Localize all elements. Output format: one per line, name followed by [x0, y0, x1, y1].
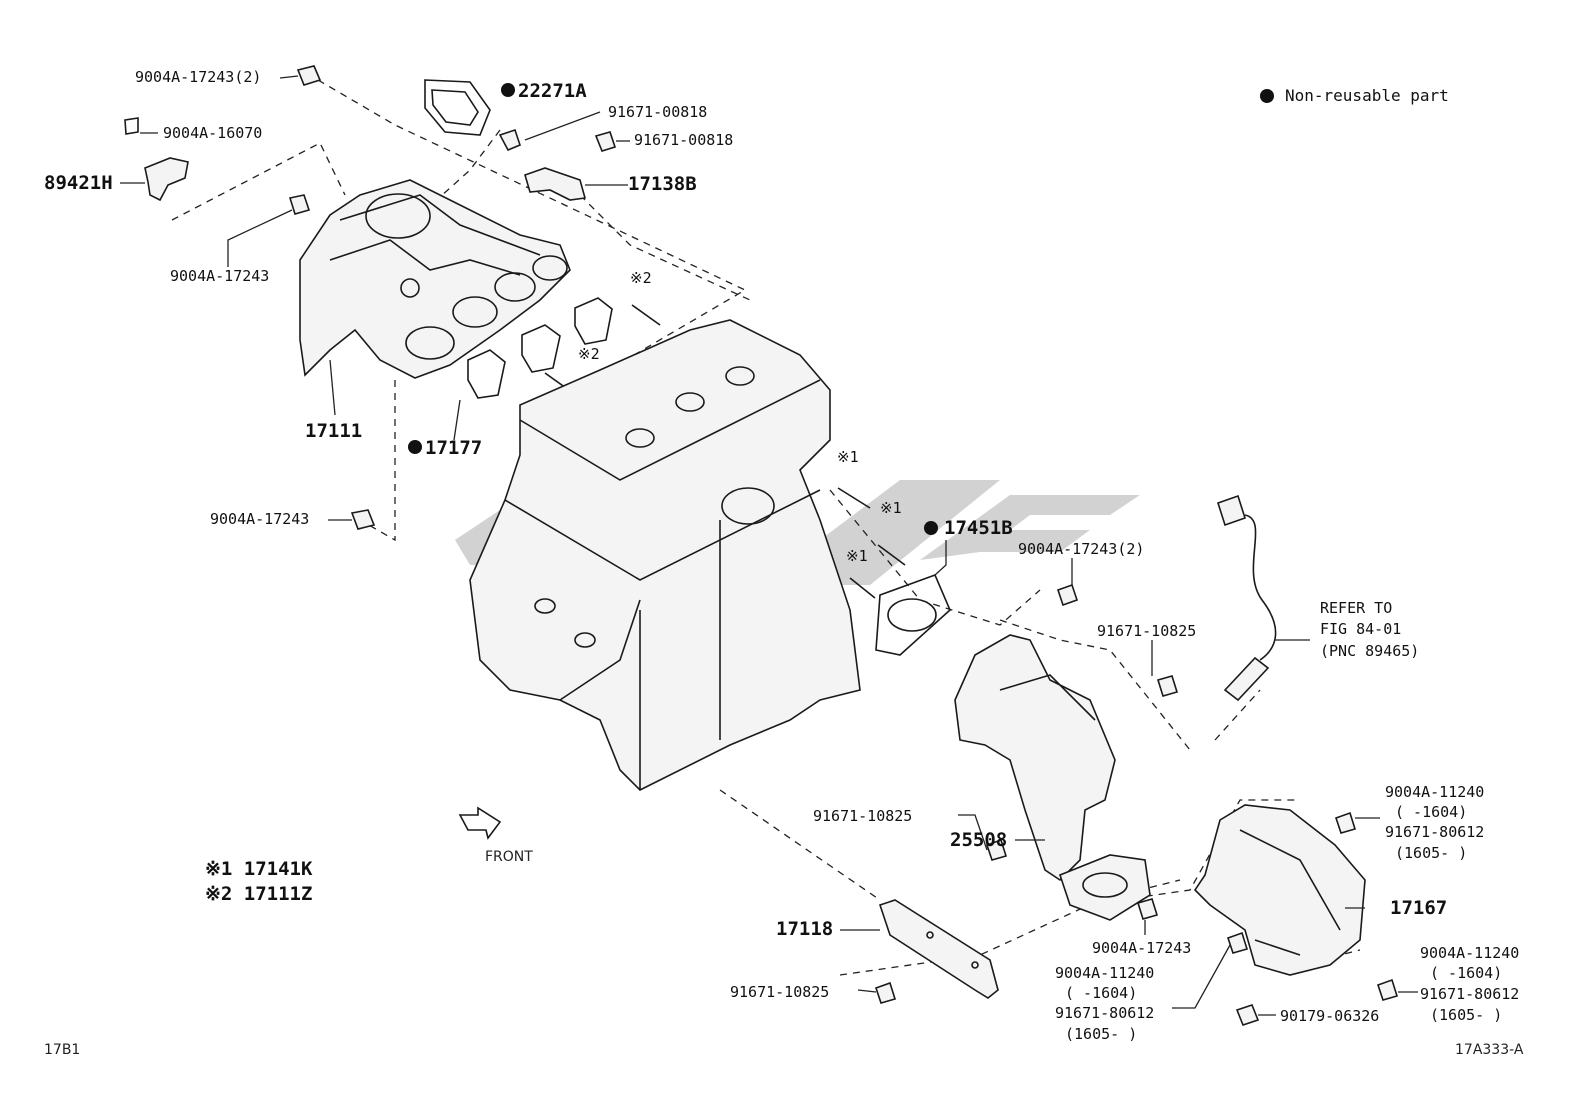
label-9004A-11240-c: 9004A-11240 — [1420, 944, 1519, 962]
label-9004A-11240-a: 9004A-11240 — [1385, 783, 1484, 801]
mark-1-a: ※1 — [837, 448, 859, 466]
converter-25508 — [954, 634, 1151, 921]
engine-block — [469, 319, 861, 791]
key-note-2: ※2 17111Z — [205, 883, 312, 905]
label-9004A-17243-bottom: 9004A-17243 — [1092, 939, 1191, 957]
legend-text: Non-reusable part — [1285, 86, 1449, 105]
non-reusable-icon-22271A — [501, 83, 515, 97]
corner-code-right: 17A333-A — [1455, 1042, 1524, 1058]
studs-and-nuts-upper — [288, 65, 661, 530]
refer-line-2: FIG 84-01 — [1320, 620, 1401, 638]
label-91671-10825-c: 91671-10825 — [730, 983, 829, 1001]
label-17118: 17118 — [776, 918, 833, 940]
label-25508: 25508 — [950, 829, 1007, 851]
label-9004A-17243-2-top: 9004A-17243(2) — [135, 68, 261, 86]
label-17138B: 17138B — [628, 173, 697, 195]
key-note-1: ※1 17141K — [205, 858, 313, 880]
label-91671-10825-a: 91671-10825 — [1097, 622, 1196, 640]
label-89421H: 89421H — [44, 172, 113, 194]
non-reusable-legend-icon — [1260, 89, 1274, 103]
sensor-89421H — [124, 117, 189, 202]
label-9004A-16070: 9004A-16070 — [163, 124, 262, 142]
refer-line-1: REFER TO — [1320, 599, 1392, 617]
non-reusable-icon-17177 — [408, 440, 422, 454]
label-9004A-17243-mid: 9004A-17243 — [170, 267, 269, 285]
front-arrow-icon — [458, 806, 502, 840]
leader-lines — [120, 75, 1418, 1016]
label-9004A-17243-2-right: 9004A-17243(2) — [1018, 540, 1144, 558]
mark-2-upper: ※2 — [630, 269, 652, 287]
label-17451B: 17451B — [944, 517, 1013, 539]
mark-1-b: ※1 — [880, 499, 902, 517]
label-17111: 17111 — [305, 420, 362, 442]
label-9004A-17243-left: 9004A-17243 — [210, 510, 309, 528]
label-91671-80612-c: 91671-80612 — [1420, 985, 1519, 1003]
refer-line-3: (PNC 89465) — [1320, 642, 1419, 660]
front-label: FRONT — [485, 849, 533, 865]
label-22271A: 22271A — [518, 80, 587, 102]
labels: Non-reusable part 9004A-17243(2) 22271A … — [44, 68, 1524, 1058]
bracket-17118 — [878, 899, 999, 999]
label-91671-10825-b: 91671-10825 — [813, 807, 912, 825]
label-17167: 17167 — [1390, 897, 1447, 919]
range-c-2: (1605- ) — [1430, 1006, 1502, 1024]
mark-2-lower: ※2 — [578, 345, 600, 363]
mark-1-c: ※1 — [846, 547, 868, 565]
label-91671-80612-b: 91671-80612 — [1055, 1004, 1154, 1022]
range-b-2: (1605- ) — [1065, 1025, 1137, 1043]
throttle-gasket-22271A — [424, 79, 491, 136]
intake-manifold-17111 — [299, 179, 571, 379]
label-91671-80612-a: 91671-80612 — [1385, 823, 1484, 841]
range-b-1: ( -1604) — [1065, 984, 1137, 1002]
label-9004A-11240-b: 9004A-11240 — [1055, 964, 1154, 982]
non-reusable-icon-17451B — [924, 521, 938, 535]
bracket-17138B — [498, 128, 617, 201]
range-a-2: (1605- ) — [1395, 844, 1467, 862]
range-c-1: ( -1604) — [1430, 964, 1502, 982]
non-reusable-markers — [408, 83, 1274, 535]
range-a-1: ( -1604) — [1395, 803, 1467, 821]
oxygen-sensor — [1217, 494, 1277, 702]
bolts-lower — [874, 583, 1399, 1026]
intake-gaskets-17177 — [467, 297, 613, 399]
label-17177: 17177 — [425, 437, 482, 459]
label-91671-00818-a: 91671-00818 — [608, 103, 707, 121]
corner-code-left: 17B1 — [44, 1042, 80, 1058]
label-91671-00818-b: 91671-00818 — [634, 131, 733, 149]
heat-insulator-17167 — [1193, 804, 1366, 976]
exhaust-gasket-17451B — [837, 487, 951, 656]
label-90179-06326: 90179-06326 — [1280, 1007, 1379, 1025]
